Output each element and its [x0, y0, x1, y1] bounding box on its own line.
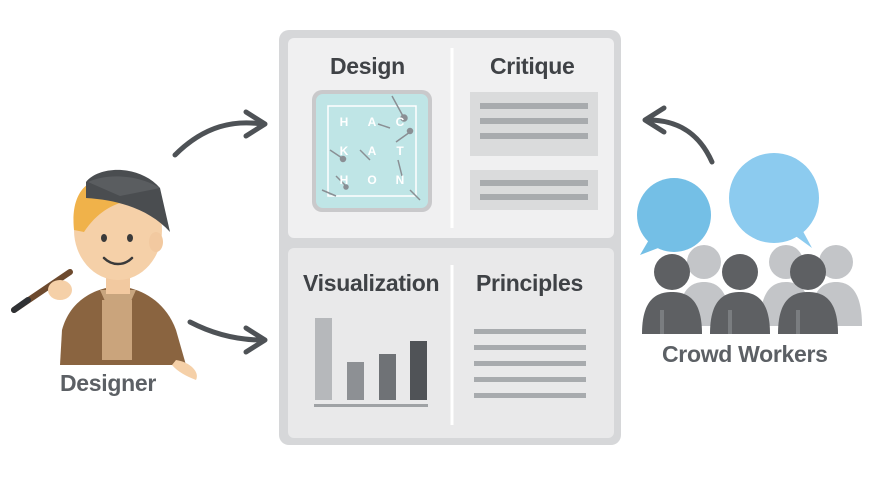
hackathon-letters: H A C K A T H O N [330, 108, 414, 194]
critique-thumbnail [470, 92, 598, 210]
crowd-workers-group [637, 153, 862, 334]
hackathon-thumbnail [312, 90, 432, 212]
viz-bar [410, 341, 427, 400]
designer-label: Designer [60, 370, 157, 396]
arrow-designer-to-visualization [187, 319, 265, 343]
hackathon-letter: O [367, 172, 377, 187]
viz-bar [347, 362, 364, 400]
principles-panel-title: Principles [476, 270, 583, 296]
hackathon-letter: A [367, 143, 377, 158]
viz-bar [379, 354, 396, 400]
visualization-panel-title: Visualization [303, 270, 440, 296]
arrow-crowd-to-critique [645, 117, 715, 165]
viz-axis [314, 404, 428, 407]
visualization-thumbnail [314, 318, 428, 407]
designer-avatar [11, 169, 197, 380]
hackathon-letter: H [339, 115, 349, 130]
crowd-workers-label: Crowd Workers [662, 341, 828, 367]
speech-bubble-left [637, 178, 711, 255]
arrow-designer-to-design [172, 120, 265, 158]
hackathon-letter: A [367, 115, 377, 130]
hackathon-letter: C [395, 115, 405, 130]
hackathon-letter: H [339, 172, 349, 187]
hackathon-letter: N [395, 172, 405, 187]
critique-panel-title: Critique [490, 53, 575, 79]
speech-bubble-right [729, 153, 819, 248]
principles-thumbnail [474, 329, 586, 398]
hackathon-letter: K [339, 143, 349, 158]
viz-bar [315, 318, 332, 400]
hackathon-letter: T [396, 143, 404, 158]
design-panel-title: Design [330, 53, 405, 79]
